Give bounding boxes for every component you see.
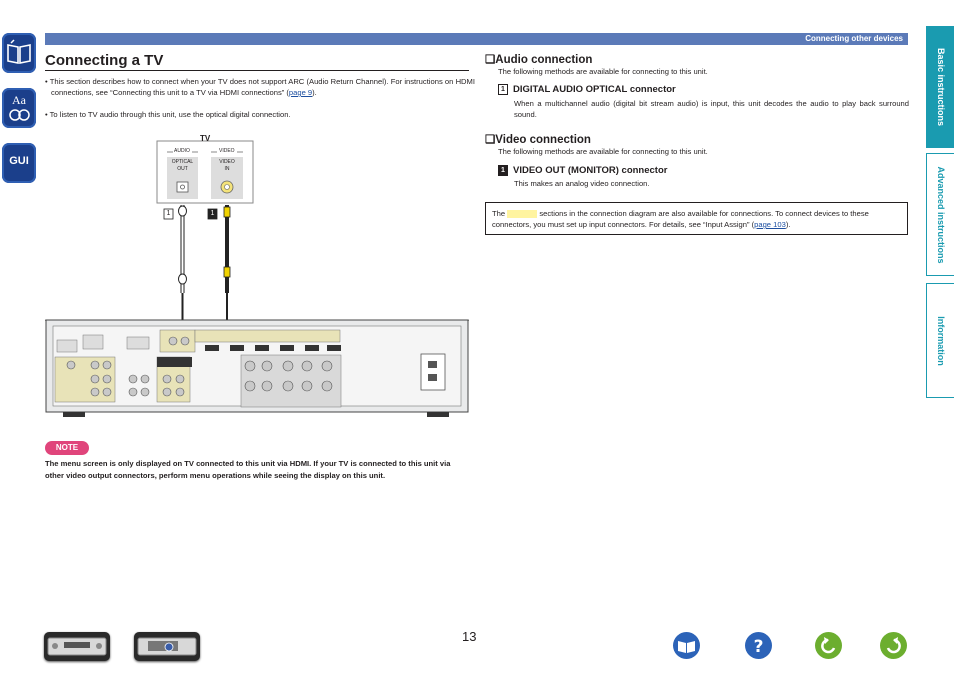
digital-audio-optical-desc: When a multichannel audio (digital bit s… (514, 99, 909, 119)
audio-connection-heading: ❑Audio connection (485, 54, 593, 66)
video-out-title: VIDEO OUT (MONITOR) connector (513, 165, 668, 177)
help-icon[interactable]: ? (745, 632, 772, 659)
diagram-marker-1: 1 (166, 210, 171, 217)
highlight-swatch (507, 210, 538, 218)
svg-text:?: ? (754, 637, 764, 657)
optical-label: OPTICAL (171, 159, 194, 165)
item-number-box-filled: 1 (498, 165, 508, 176)
info-text-start: The (492, 209, 506, 218)
tab-information-label: Information (935, 315, 946, 366)
item-number-box: 1 (498, 84, 508, 95)
video-in-label: VIDEO IN (211, 159, 243, 173)
video-out-desc: This makes an analog video connection. (514, 179, 650, 188)
gui-icon[interactable]: GUI (2, 143, 36, 183)
digital-audio-optical-item: 1 DIGITAL AUDIO OPTICAL connector (498, 84, 676, 95)
tab-basic-label: Basic instructions (935, 47, 946, 127)
tab-advanced-instructions[interactable]: Advanced instructions (926, 153, 954, 276)
diagram-marker-1-video: 1 (210, 210, 215, 217)
intro-bullet-2: • To listen to TV audio through this uni… (45, 110, 291, 119)
connection-diagram: TV AUDIO VIDEO OPTICAL OUT VIDEO IN 1 1 (44, 133, 470, 423)
in-label: IN (224, 166, 230, 172)
video-in-video-label: VIDEO (219, 159, 235, 165)
tab-information[interactable]: Information (926, 283, 954, 398)
bullet-1-text: This section describes how to connect wh… (49, 77, 475, 97)
section-label: Connecting other devices (805, 34, 903, 43)
video-label: VIDEO (219, 148, 235, 154)
audio-connection-intro: The following methods are available for … (498, 67, 708, 76)
digital-audio-optical-title: DIGITAL AUDIO OPTICAL connector (513, 84, 676, 96)
input-assign-info-box: The sections in the connection diagram a… (485, 202, 908, 235)
page-103-link[interactable]: page 103 (754, 220, 786, 229)
front-panel-icon[interactable] (44, 632, 110, 661)
info-text-end: ). (785, 220, 791, 229)
audio-label: AUDIO (174, 148, 190, 154)
info-text-middle: sections in the connection diagram are a… (492, 209, 869, 229)
header-bar: Connecting other devices (45, 33, 908, 45)
forward-icon[interactable] (880, 632, 907, 659)
book-contents-icon[interactable] (2, 33, 36, 73)
video-out-item: 1 VIDEO OUT (MONITOR) connector (498, 165, 667, 176)
tv-label: TV (200, 134, 211, 143)
back-icon[interactable] (815, 632, 842, 659)
index-icon-label: Aa (12, 93, 26, 107)
out-label: OUT (177, 166, 188, 172)
contents-book-icon[interactable] (673, 632, 700, 659)
gui-icon-label: GUI (9, 155, 29, 167)
page-number: 13 (462, 629, 477, 644)
page-title: Connecting a TV (45, 52, 164, 69)
note-text: The menu screen is only displayed on TV … (45, 459, 451, 480)
intro-bullet-1: • This section describes how to connect … (45, 77, 475, 97)
video-connection-heading: ❑Video connection (485, 134, 591, 146)
tab-advanced-label: Advanced instructions (935, 165, 946, 264)
index-icon[interactable]: Aa (2, 88, 36, 128)
page-9-link[interactable]: page 9 (288, 88, 313, 97)
bullet-2-text: To listen to TV audio through this unit,… (49, 110, 291, 119)
note-badge: NOTE (45, 441, 89, 455)
video-connection-intro: The following methods are available for … (498, 147, 708, 156)
remote-control-icon[interactable] (134, 632, 200, 661)
optical-out-label: OPTICAL OUT (167, 159, 198, 173)
title-underline (45, 70, 469, 71)
diagram-svg (44, 140, 470, 417)
bullet-1-tail: ). (312, 88, 317, 97)
tab-basic-instructions[interactable]: Basic instructions (926, 26, 954, 148)
